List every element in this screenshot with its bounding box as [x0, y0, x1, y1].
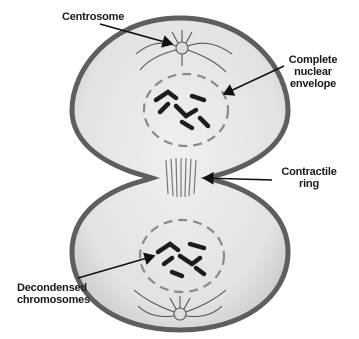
- cell-membrane: [72, 18, 288, 330]
- nuclear-envelope-line3: envelope: [278, 78, 348, 90]
- contractile-ring-label: Contractile ring: [274, 166, 344, 190]
- centrosome-label: Centrosome: [62, 11, 124, 23]
- chromosomes-label: Decondensed chromosomes: [17, 282, 90, 306]
- chromosomes-line1: Decondensed: [17, 282, 90, 294]
- nuclear-envelope-line2: nuclear: [278, 66, 348, 78]
- dividing-cell: [72, 18, 288, 330]
- chromosomes-line2: chromosomes: [17, 294, 90, 306]
- nuclear-envelope-label: Complete nuclear envelope: [278, 54, 348, 90]
- contractile-ring-line1: Contractile: [274, 166, 344, 178]
- contractile-ring-line2: ring: [274, 178, 344, 190]
- nuclear-envelope-line1: Complete: [278, 54, 348, 66]
